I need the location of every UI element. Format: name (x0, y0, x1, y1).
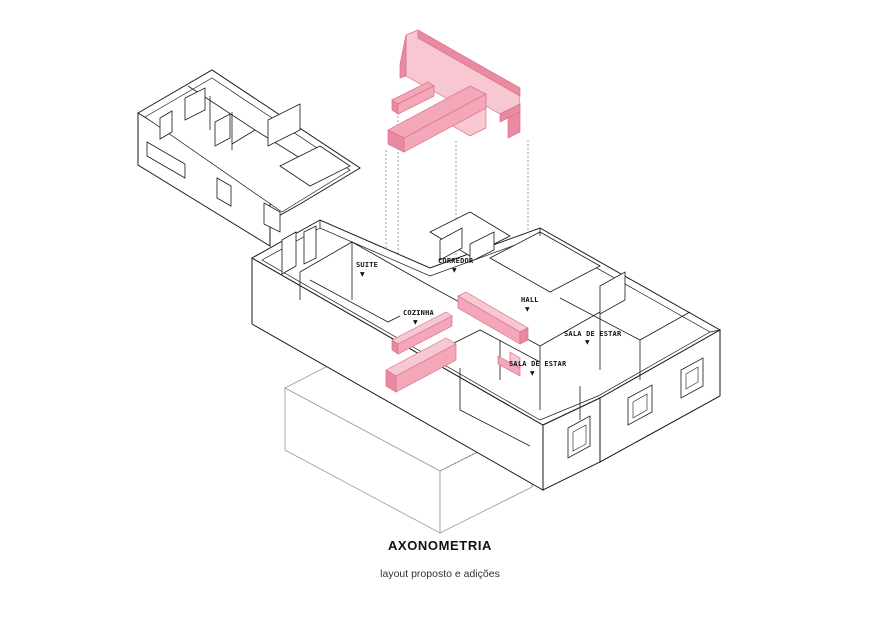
marker-corredor: ▼ (452, 267, 457, 274)
label-corredor: CORREDOR (438, 257, 474, 265)
label-hall: HALL (521, 296, 539, 304)
marker-sala-de-estar-2: ▼ (530, 370, 535, 377)
additions-in-plan (385, 291, 529, 393)
marker-hall: ▼ (525, 306, 530, 313)
marker-cozinha: ▼ (413, 319, 418, 326)
marker-sala-de-estar-1: ▼ (585, 339, 590, 346)
room-labels: SUITE ▼ CORREDOR ▼ COZINHA ▼ HALL ▼ SALA… (356, 257, 622, 377)
label-sala-de-estar-2: SALA DE ESTAR (509, 360, 567, 368)
left-wing (137, 69, 361, 247)
label-cozinha: COZINHA (403, 309, 434, 317)
label-sala-de-estar-1: SALA DE ESTAR (564, 330, 622, 338)
drawing-subtitle: layout proposto e adições (380, 568, 500, 580)
marker-suite: ▼ (360, 271, 365, 278)
additions-exploded (387, 29, 521, 153)
drawing-title: AXONOMETRIA (387, 538, 493, 553)
label-suite: SUITE (356, 261, 378, 269)
